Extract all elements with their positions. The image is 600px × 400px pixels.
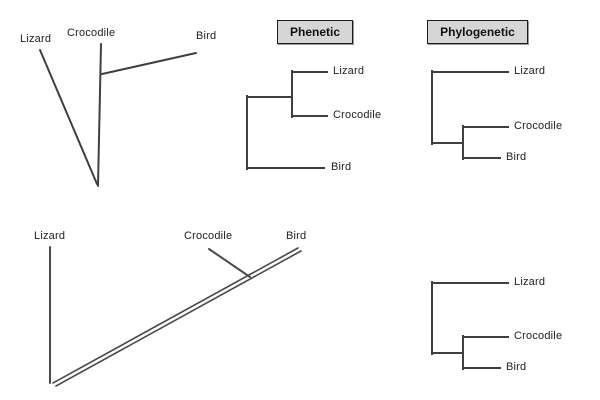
phenetic-header-label: Phenetic [289,25,340,39]
bird-branch-line-upper [52,247,299,384]
lizard-branch-line [39,49,98,185]
bird-branch-line-lower [55,250,302,387]
top-left-tree-label-lizard: Lizard [20,33,52,45]
phenetic-tree-label-bird: Bird [331,161,352,173]
phylogenetic-bottom-tree-label-lizard: Lizard [514,276,546,288]
phylogenetic-top-tree-label-bird: Bird [506,151,527,163]
phylogenetic-header-label: Phylogenetic [440,25,515,39]
phylogenetic-bottom-cladogram-lines [431,281,509,370]
crocodile-branch-line [97,43,102,187]
phenetic-tree-label-crocodile: Crocodile [333,109,382,121]
phylogenetic-header: Phylogenetic [427,20,528,44]
bottom-left-divergence-tree-lines [49,246,302,387]
phylogenetic-top-cladogram-lines [431,70,509,160]
phenetic-header: Phenetic [277,20,353,44]
phylogenetic-bottom-tree-label-bird: Bird [506,361,527,373]
top-left-tree-label-bird: Bird [196,30,217,42]
crocodile-branch-line [208,248,251,278]
phylogenetic-bottom-tree-label-crocodile: Crocodile [514,330,563,342]
phylogenetic-top-tree-label-crocodile: Crocodile [514,120,563,132]
phylogenetic-top-tree-label-lizard: Lizard [514,65,546,77]
bottom-left-tree-label-crocodile: Crocodile [184,230,233,242]
phenetic-cladogram-lines [246,70,328,170]
phenetic-tree-label-lizard: Lizard [333,65,365,77]
bottom-left-tree-label-bird: Bird [286,230,307,242]
bottom-left-tree-label-lizard: Lizard [34,230,66,242]
bird-branch-line [101,52,197,75]
top-left-tree-label-crocodile: Crocodile [67,27,116,39]
top-left-divergence-tree-lines [39,43,197,187]
